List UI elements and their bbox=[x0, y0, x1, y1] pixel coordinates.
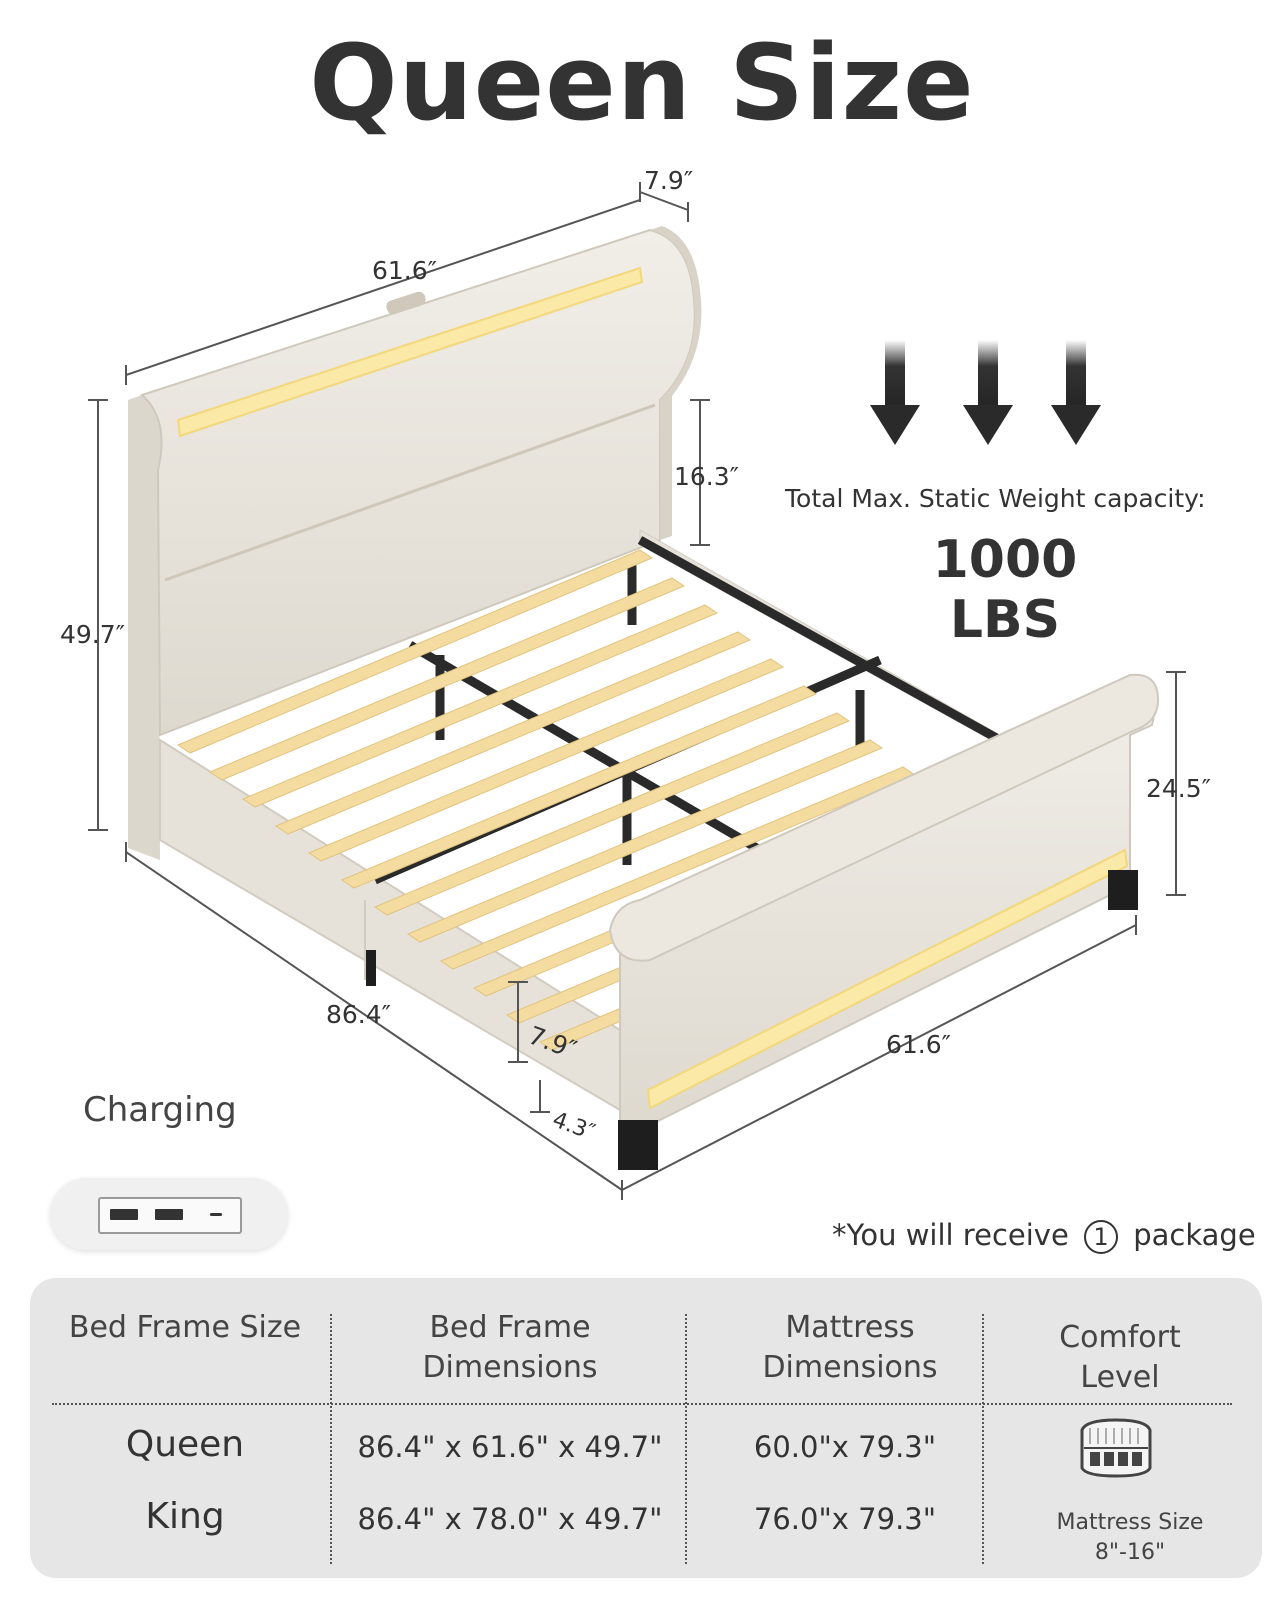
spec-table: Bed Frame Size Bed Frame Dimensions Matt… bbox=[30, 1278, 1262, 1578]
header-bed-frame-size: Bed Frame Size bbox=[68, 1310, 302, 1345]
usb-c-port-icon bbox=[210, 1213, 222, 1216]
usb-port-icon bbox=[155, 1209, 183, 1220]
dim-headboard-depth: 7.9″ bbox=[644, 166, 694, 195]
down-arrow-icon bbox=[870, 340, 920, 445]
header-divider bbox=[52, 1403, 1232, 1405]
capacity-label: Total Max. Static Weight capacity: bbox=[785, 484, 1206, 513]
capacity-value: 1000 LBS bbox=[932, 530, 1078, 650]
page-title: Queen Size bbox=[309, 22, 975, 144]
row-size: King bbox=[145, 1496, 225, 1537]
usb-port-icon bbox=[110, 1209, 138, 1220]
row-mattress-dimensions: 60.0"x 79.3" bbox=[753, 1430, 937, 1464]
row-frame-dimensions: 86.4" x 61.6" x 49.7" bbox=[357, 1430, 663, 1464]
down-arrow-icon bbox=[963, 340, 1013, 445]
footboard bbox=[366, 673, 1160, 1170]
headboard bbox=[128, 226, 702, 860]
package-note: *You will receive 1 package bbox=[832, 1218, 1256, 1254]
comfort-note-line-2: 8"-16" bbox=[1094, 1540, 1166, 1565]
dim-footboard-width: 61.6″ bbox=[886, 1030, 952, 1059]
column-divider bbox=[982, 1314, 984, 1564]
comfort-note: Mattress Size 8"-16" bbox=[1010, 1508, 1250, 1568]
row-mattress-dimensions: 76.0"x 79.3" bbox=[753, 1502, 937, 1536]
package-note-prefix: *You will receive bbox=[832, 1218, 1069, 1252]
dim-bed-length: 86.4″ bbox=[326, 1000, 392, 1029]
dim-panel-height: 16.3″ bbox=[674, 462, 740, 491]
headboard-led-strip bbox=[176, 266, 644, 438]
header-comfort-level: Comfort Level bbox=[1059, 1320, 1181, 1395]
dim-footboard-height: 24.5″ bbox=[1146, 774, 1212, 803]
down-arrow-icon bbox=[1051, 340, 1101, 445]
mattress-icon bbox=[1080, 1418, 1152, 1478]
header-mattress-dimensions: Mattress Dimensions bbox=[762, 1310, 938, 1385]
column-divider bbox=[685, 1314, 687, 1564]
package-note-suffix: package bbox=[1133, 1218, 1256, 1252]
dim-headboard-width: 61.6″ bbox=[372, 256, 438, 285]
dimension-lines bbox=[88, 182, 1186, 1200]
footboard-led-strip bbox=[646, 848, 1129, 1110]
column-divider bbox=[330, 1314, 332, 1564]
charging-panel bbox=[50, 1178, 288, 1250]
usb-port-plate bbox=[98, 1197, 242, 1234]
package-count-badge: 1 bbox=[1084, 1220, 1119, 1254]
charging-label: Charging bbox=[83, 1090, 237, 1130]
dim-headboard-height: 49.7″ bbox=[60, 620, 126, 649]
row-size: Queen bbox=[125, 1424, 245, 1465]
comfort-note-line-1: Mattress Size bbox=[1056, 1510, 1204, 1535]
header-bed-frame-dimensions: Bed Frame Dimensions bbox=[422, 1310, 598, 1385]
row-frame-dimensions: 86.4" x 78.0" x 49.7" bbox=[357, 1502, 663, 1536]
weight-arrows bbox=[870, 340, 1101, 445]
